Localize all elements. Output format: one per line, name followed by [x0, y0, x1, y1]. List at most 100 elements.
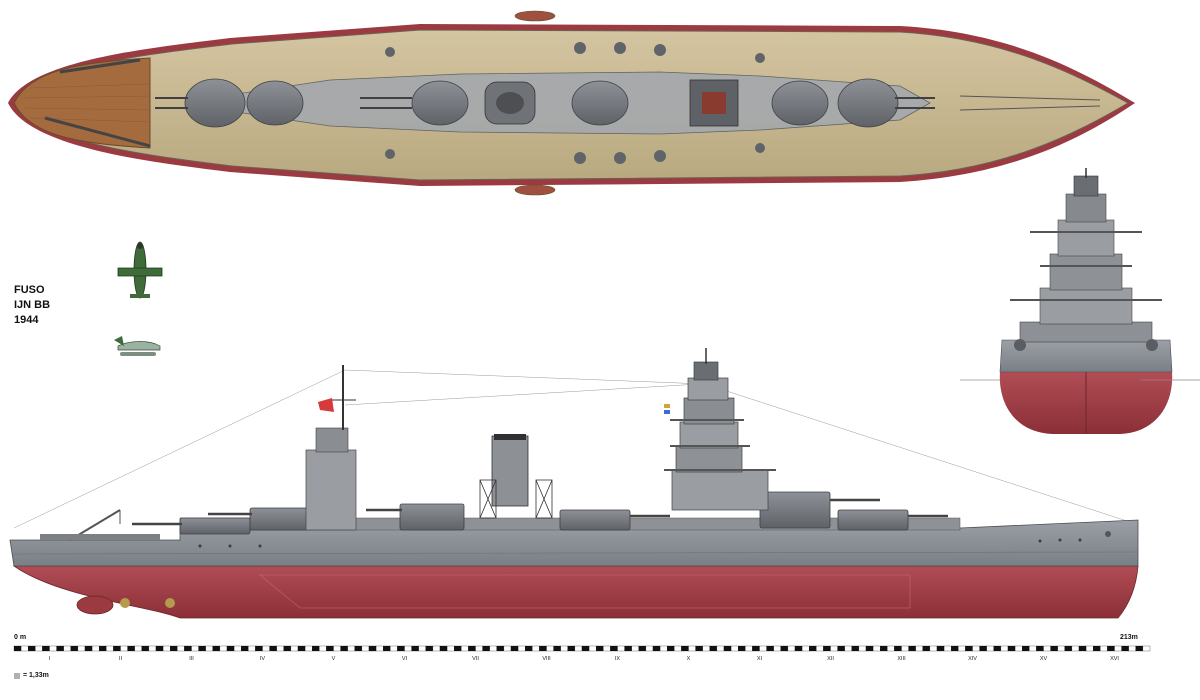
scale-segment	[312, 645, 320, 652]
scale-segment	[809, 645, 817, 652]
scale-segment	[375, 645, 384, 652]
scale-segment	[319, 645, 327, 652]
scale-segment	[262, 645, 270, 652]
scale-roman-tick: VII	[472, 656, 479, 662]
scale-segment	[191, 645, 199, 652]
scale-segment	[560, 645, 568, 652]
scale-segment	[667, 645, 675, 652]
scale-segment	[276, 645, 284, 652]
scale-segment	[780, 645, 789, 652]
scale-segment	[844, 645, 852, 652]
scale-segment	[1014, 645, 1023, 652]
scale-segment	[482, 645, 490, 652]
scale-segment	[624, 645, 632, 652]
scale-segment	[936, 645, 945, 652]
scale-segment	[1107, 645, 1115, 652]
scale-segment	[411, 645, 419, 652]
scale-segment	[1114, 645, 1122, 652]
scale-segment	[638, 645, 647, 652]
scale-segment	[326, 645, 334, 652]
scale-segment	[659, 645, 668, 652]
scale-segment	[510, 645, 519, 652]
scale-segment	[432, 645, 441, 652]
scale-segment	[702, 645, 710, 652]
scale-segment	[354, 645, 363, 652]
scale-segment	[688, 645, 696, 652]
side-turrets	[179, 491, 909, 535]
scale-segment	[645, 645, 654, 652]
scale-segment	[929, 645, 938, 652]
scale-segment	[865, 645, 874, 652]
scale-segment	[1043, 645, 1051, 652]
scale-roman-tick: II	[118, 656, 123, 662]
scale-segment	[596, 645, 604, 652]
plan-superstructure	[209, 71, 931, 135]
scale-segment	[1000, 645, 1009, 652]
scale-segment	[212, 645, 221, 652]
scale-segment	[539, 645, 547, 652]
scale-segment	[603, 645, 611, 652]
scale-roman-tick: IV	[259, 656, 266, 662]
scale-roman-tick: I	[48, 656, 51, 662]
scale-end-label: 213m	[1120, 634, 1138, 641]
scale-segment	[915, 645, 923, 652]
scale-segment	[383, 645, 391, 652]
scale-segment	[922, 645, 931, 652]
scale-segment	[1128, 645, 1136, 652]
scale-segment	[13, 645, 22, 652]
scale-segment	[63, 645, 71, 652]
scale-segment	[730, 645, 739, 652]
scale-segment	[241, 645, 249, 652]
scale-segment	[56, 645, 64, 652]
scale-roman-tick: XVI	[1110, 656, 1119, 662]
ship-title-block: FUSO IJN BB 1944	[14, 283, 50, 328]
scale-segment	[745, 645, 753, 652]
scale-segment	[1057, 645, 1065, 652]
scale-roman-tick: IX	[614, 656, 621, 662]
scale-segment	[908, 645, 916, 652]
scale-segment	[141, 645, 150, 652]
scale-segment	[525, 645, 533, 652]
scale-segment	[503, 645, 512, 652]
scale-segment	[794, 645, 803, 652]
scale-segment	[1050, 645, 1058, 652]
scale-segment	[297, 645, 306, 652]
floatplane-side-icon	[114, 336, 161, 356]
scale-segment	[617, 645, 625, 652]
aircraft-plan-icon	[117, 241, 163, 299]
scale-roman-tick: V	[331, 656, 336, 662]
ship-name: FUSO	[14, 284, 45, 296]
scale-segment	[574, 645, 583, 652]
scale-segment	[347, 645, 355, 652]
scale-segment	[1078, 645, 1087, 652]
scale-segment	[113, 645, 121, 652]
scale-roman-tick: XI	[756, 656, 763, 662]
scale-segment	[219, 645, 228, 652]
scale-segment	[20, 645, 29, 652]
scale-segment	[752, 645, 760, 652]
scale-segment	[340, 645, 348, 652]
scale-segment-swatch	[14, 672, 20, 679]
scale-segment	[390, 645, 398, 652]
side-funnel	[491, 435, 529, 507]
scale-segment	[255, 645, 263, 652]
scale-segment	[723, 645, 732, 652]
scale-segment	[42, 645, 50, 652]
scale-segment	[283, 645, 292, 652]
scale-segment	[418, 645, 426, 652]
scale-segment	[1071, 645, 1080, 652]
scale-segment	[496, 645, 505, 652]
scale-segment	[517, 645, 526, 652]
scale-segment	[170, 645, 178, 652]
scale-segment	[70, 645, 79, 652]
scale-segment	[943, 645, 952, 652]
scale-segment	[127, 645, 135, 652]
plan-view	[8, 10, 1135, 196]
scale-segment	[368, 645, 377, 652]
scale-segment	[588, 645, 597, 652]
scale-segment	[361, 645, 370, 652]
scale-segment	[951, 645, 959, 652]
scale-segment	[979, 645, 987, 652]
scale-segment	[106, 645, 114, 652]
scale-segment	[631, 645, 639, 652]
